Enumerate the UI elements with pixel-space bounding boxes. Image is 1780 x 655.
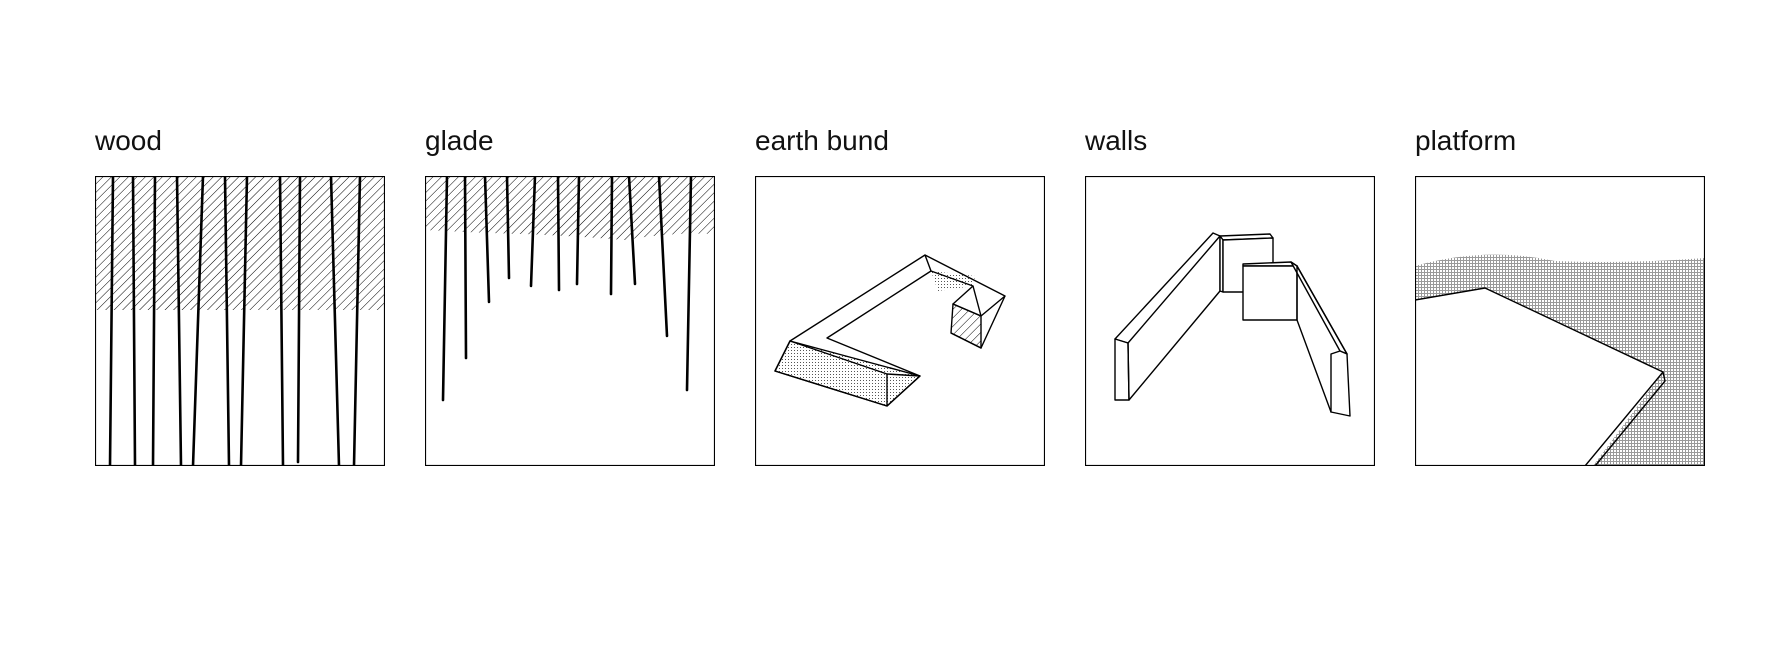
wood-frame-border: [95, 176, 385, 466]
earth-bund-diagram: [755, 176, 1045, 466]
platform-deck-thickness: [1594, 371, 1666, 466]
wood-tree-trunks: [108, 176, 362, 466]
wood-canopy-hatch: [95, 176, 385, 310]
glade-tree-trunks: [441, 176, 693, 402]
panel-title-platform: platform: [1415, 125, 1517, 156]
walls-front-block-face: [1242, 265, 1298, 321]
platform-deck: [1415, 288, 1663, 466]
walls-diagram: [1085, 176, 1375, 466]
platform-deck-edge: [1415, 287, 1664, 466]
bund-top-surface: [774, 254, 1006, 407]
glade-diagram: [425, 176, 715, 466]
walls-left-wall-top: [1114, 232, 1221, 344]
platform-frame-border: [1415, 176, 1705, 466]
walls-frame-border: [1085, 176, 1375, 466]
bund-right-arm-edge: [950, 295, 1006, 349]
earth-bund-frame-border: [755, 176, 1045, 466]
bund-end-face: [950, 303, 982, 349]
platform-diagram: [1415, 176, 1705, 466]
wood-diagram: [95, 176, 385, 466]
panel-title-earth-bund: earth bund: [755, 125, 889, 156]
bund-inner-slope-face: [931, 271, 975, 291]
glade-canopy-hatch: [425, 176, 715, 240]
panel-title-glade: glade: [425, 125, 494, 156]
walls-left-wall-end: [1114, 338, 1130, 401]
walls-right-wall-end: [1330, 350, 1351, 417]
panel-title-walls: walls: [1085, 125, 1148, 156]
panel-title-wood: wood: [95, 125, 162, 156]
glade-frame-border: [425, 176, 715, 466]
